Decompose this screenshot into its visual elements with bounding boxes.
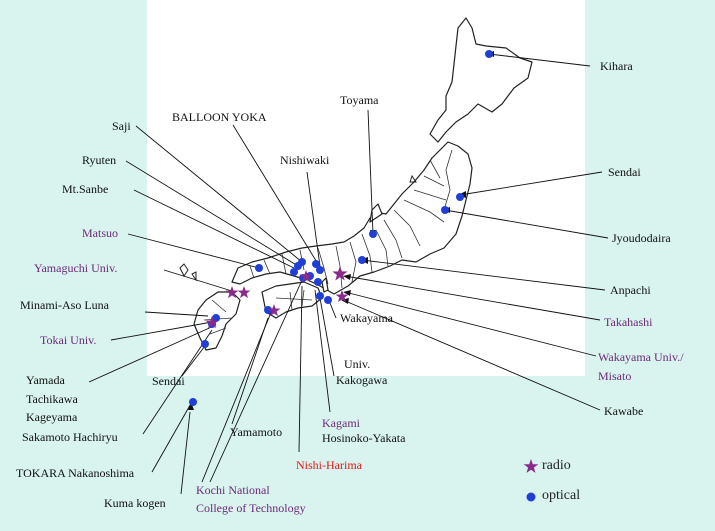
label-sakamoto: Sakamoto Hachiryu [22,430,118,444]
label-yamaguchi: Yamaguchi Univ. [34,261,117,275]
dot-icon [212,314,220,322]
dot-icon [312,260,320,268]
dot-icon [264,306,272,314]
label-takahashi: Takahashi [604,315,653,329]
dot-icon [456,193,464,201]
label-yamamoto: Yamamoto [230,425,282,439]
label-tokara: TOKARA Nakanoshima [16,466,135,480]
label-sendai-south: Sendai [152,374,185,388]
label-tachikawa: Tachikawa [26,392,78,406]
label-toyama: Toyama [340,93,379,107]
label-kageyama: Kageyama [26,410,78,424]
label-mt-sanbe: Mt.Sanbe [62,182,108,196]
label-yamada: Yamada [26,373,65,387]
star-icon [332,266,348,281]
label-anpachi: Anpachi [610,283,651,297]
awaji-island [321,277,329,293]
label-minami-aso: Minami-Aso Luna [20,298,110,312]
dot-icon [298,258,306,266]
star-icon [205,316,219,329]
site-labels: Kihara Toyama Sendai Jyoudodaira Anpachi… [16,59,684,515]
legend-star-icon [523,459,539,473]
label-nishiwaki: Nishiwaki [280,153,330,167]
label-kihara: Kihara [600,59,633,73]
label-kochi-2: College of Technology [196,501,306,515]
star-icon [335,290,349,303]
radio-sites [205,266,349,329]
star-icon [237,286,251,299]
dot-icon [290,268,298,276]
label-wakayama-univ-2: Univ. [344,357,370,371]
star-icon [299,270,313,283]
dot-icon [485,50,493,58]
small-islands [179,174,417,282]
dot-icon [316,266,324,274]
noto-peninsula [369,203,383,223]
prefecture-borders [203,149,453,335]
label-jyoudodaira: Jyoudodaira [612,231,671,245]
optical-sites [189,50,493,406]
dot-icon [316,292,324,300]
star-icon [267,304,281,317]
label-saji: Saji [112,119,131,133]
star-icon [225,286,239,299]
legend-radio-label: radio [542,458,571,473]
label-kakogawa: Kakogawa [336,373,388,387]
dot-icon [441,206,449,214]
legend-optical-label: optical [542,488,580,503]
dot-icon [358,256,366,264]
label-hosinoko: Hosinoko-Yakata [322,431,406,445]
label-wakayama-misato-2: Misato [598,369,631,383]
dot-icon [369,230,377,238]
hokkaido [429,17,533,143]
dot-icon [189,398,197,406]
label-wakayama-misato-1: Wakayama Univ./ [598,350,684,364]
label-kagami: Kagami [322,416,361,430]
label-sendai-east: Sendai [608,165,641,179]
label-matsuo: Matsuo [82,226,118,240]
label-nishi-harima: Nishi-Harima [296,458,363,472]
label-tokai: Tokai Univ. [40,333,96,347]
label-wakayama-univ-1: Wakayama [340,311,394,325]
label-ryuten: Ryuten [82,153,116,167]
leader-lines [88,53,609,495]
legend-dot-icon [526,492,536,502]
label-kawabe: Kawabe [604,404,643,418]
dot-icon [324,296,332,304]
dot-icon [255,264,263,272]
label-kochi-1: Kochi National [196,483,270,497]
legend: radio optical [523,458,580,503]
label-balloon-yoka: BALLOON YOKA [172,110,267,124]
dot-icon [314,278,322,286]
dot-icon [201,340,209,348]
label-kuma-kogen: Kuma kogen [104,496,166,510]
